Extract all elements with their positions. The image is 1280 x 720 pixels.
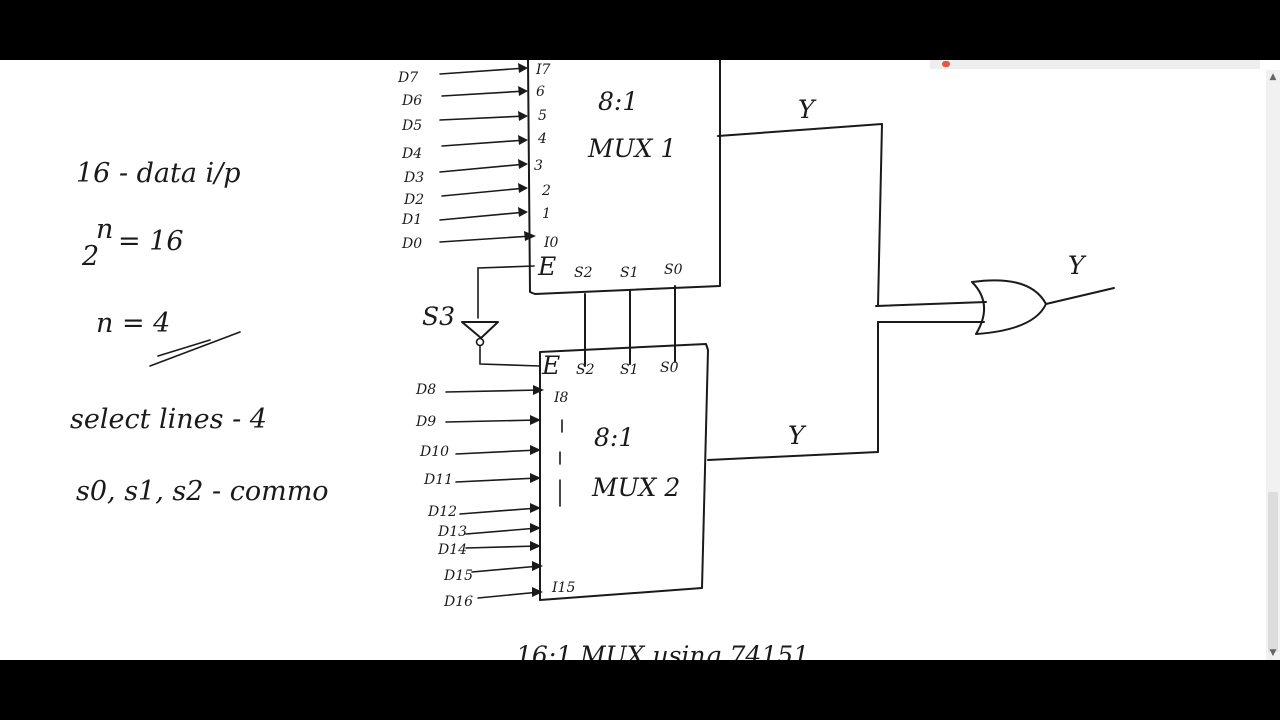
notes: 16 - data i/p 2 n = 16 n = 4 select line…	[70, 158, 329, 507]
mux2-input-d15: D15	[443, 568, 473, 584]
mux2-input-d14: D14	[437, 542, 467, 558]
mux2-input-d9: D9	[415, 414, 436, 430]
mux1-pin-6: 6	[536, 84, 545, 100]
mux1-block: 8:1 MUX 1 E S2 S1 S0 I7 6 5 4 3 2 1 I0	[397, 60, 883, 307]
mux1-input-d1: D1	[401, 212, 422, 228]
mux2-input-d13: D13	[437, 524, 467, 540]
diagram-caption: 16:1 MUX using 74151	[516, 641, 809, 660]
whiteboard: 16 - data i/p 2 n = 16 n = 4 select line…	[0, 60, 1280, 660]
mux2-title: 8:1	[594, 423, 634, 452]
mux2-output-wire	[707, 321, 879, 461]
mux2-input-d8: D8	[415, 382, 436, 398]
vertical-scrollbar[interactable]: ▲ ▼	[1266, 70, 1280, 660]
mux2-select-s2: S2	[576, 362, 595, 378]
shared-select-lines	[584, 285, 676, 367]
s3-label: S3	[422, 302, 455, 331]
mux1-input-d5: D5	[401, 118, 422, 134]
note-line-2-exponent: n	[96, 214, 113, 245]
mux1-input-d3: D3	[403, 170, 424, 186]
enable-wire-mux1	[477, 265, 535, 319]
mux1-input-d6: D6	[401, 93, 422, 109]
s3-enable-logic: S3	[422, 265, 541, 367]
scroll-up-icon[interactable]: ▲	[1269, 72, 1277, 82]
mux2-select-s1: S1	[620, 362, 639, 378]
mux1-pin-3: 3	[534, 158, 543, 174]
or-gate-input-wires	[875, 301, 987, 323]
mux2-pin-bottom: I15	[551, 580, 575, 596]
mux2-input-d10: D10	[419, 444, 449, 460]
mux1-input-d0: D0	[401, 236, 422, 252]
mux2-block: 8:1 MUX 2 E S2 S1 S0 I8 I15 D8 D9 D10	[415, 321, 879, 610]
or-gate-output-wire	[1045, 287, 1115, 305]
mux2-ellipsis-dashes	[559, 419, 563, 507]
mux1-title: 8:1	[598, 87, 638, 116]
or-gate: Y	[875, 251, 1115, 335]
mux1-pin-0: I0	[543, 235, 559, 251]
or-output-label: Y	[1068, 251, 1087, 280]
mux1-input-d2: D2	[403, 192, 424, 208]
mux2-box	[539, 343, 709, 601]
enable-wire-mux2	[479, 345, 541, 367]
note-line-4: select lines - 4	[70, 404, 267, 435]
mux2-input-d12: D12	[427, 504, 457, 520]
scroll-thumb[interactable]	[1268, 492, 1278, 652]
note-line-2-base: 2	[81, 241, 99, 272]
mux1-pin-1: 1	[542, 206, 551, 222]
mux1-enable: E	[537, 252, 556, 281]
mux2-input-arrows	[445, 385, 544, 599]
mux2-enable: E	[541, 351, 560, 380]
mux2-name: MUX 2	[591, 473, 680, 502]
toolbar-strip	[930, 60, 1260, 69]
mux1-pin-5: 5	[538, 108, 547, 124]
mux1-input-d7: D7	[397, 70, 418, 86]
mux1-pin-4: 4	[537, 131, 547, 147]
mux2-input-d16: D16	[443, 594, 473, 610]
underline-scribble	[149, 331, 241, 367]
or-gate-icon	[971, 279, 1047, 335]
mux2-input-d11: D11	[423, 472, 453, 488]
mux2-pin-top: I8	[553, 390, 569, 406]
scroll-down-icon[interactable]: ▼	[1269, 648, 1277, 658]
bottom-letterbox	[0, 660, 1280, 720]
mux1-select-s0: S0	[664, 262, 683, 278]
note-line-5: s0, s1, s2 - commo	[76, 476, 329, 507]
mux1-select-s1: S1	[620, 265, 639, 281]
inverter-icon	[461, 321, 499, 339]
mux1-input-d4: D4	[401, 146, 422, 162]
record-indicator-icon	[942, 61, 950, 67]
mux2-output-label: Y	[788, 421, 807, 450]
note-line-1: 16 - data i/p	[76, 158, 241, 189]
inverter-bubble-icon	[475, 337, 485, 347]
mux1-input-arrows	[439, 63, 536, 243]
mux1-output-label: Y	[798, 95, 817, 124]
mux1-pin-7: I7	[535, 62, 551, 78]
mux1-select-s2: S2	[574, 265, 593, 281]
mux1-name: MUX 1	[587, 134, 676, 163]
note-line-2-rest: = 16	[118, 226, 184, 257]
circuit-diagram: 16 - data i/p 2 n = 16 n = 4 select line…	[70, 60, 1115, 660]
note-line-3: n = 4	[96, 308, 170, 339]
mux2-select-s0: S0	[660, 360, 679, 376]
top-letterbox	[0, 0, 1280, 60]
mux1-pin-2: 2	[541, 183, 551, 199]
mux1-output-wire	[717, 123, 883, 307]
